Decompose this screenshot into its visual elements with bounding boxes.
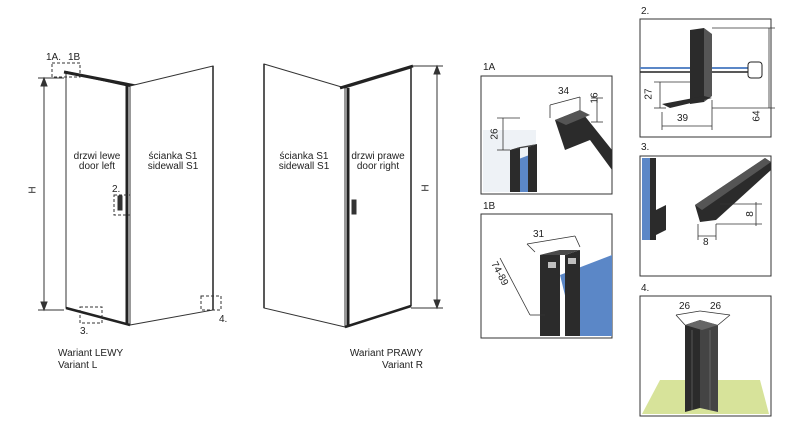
d4-dim-a: 26 <box>679 301 691 312</box>
left-wall-label-en: sidewall S1 <box>147 161 199 172</box>
right-unit-drawing <box>263 63 443 329</box>
left-wall-label-pl: ścianka S1 <box>148 151 198 162</box>
callout-1a-label: 1A. <box>46 52 62 63</box>
detail-2-title: 2. <box>641 6 650 17</box>
detail-4-title: 4. <box>641 283 650 294</box>
right-door-panel <box>344 67 412 328</box>
detail-4 <box>639 295 772 417</box>
right-top-rail <box>339 64 414 90</box>
right-door-label-en: door right <box>356 161 400 172</box>
d1b-dim-width: 31 <box>533 229 545 240</box>
d2-dim-39: 39 <box>677 113 689 124</box>
left-variant-pl: Wariant LEWY <box>58 348 124 359</box>
left-variant-en: Variant L <box>58 360 98 371</box>
d3-dim-a: 8 <box>744 211 756 217</box>
left-callout-box-1 <box>51 62 81 78</box>
d3-dim-b: 8 <box>703 237 709 248</box>
d1a-dim-width: 34 <box>558 86 570 97</box>
callout-2-label: 2. <box>112 184 121 195</box>
detail-3-title: 3. <box>641 142 650 153</box>
left-callout-box-4 <box>200 295 222 311</box>
detail-3 <box>639 155 772 277</box>
right-door-label-pl: drzwi prawe <box>351 151 405 162</box>
right-wall-label-en: sidewall S1 <box>278 161 330 172</box>
left-door-label-pl: drzwi lewe <box>73 151 121 162</box>
d1a-dim-height: 16 <box>589 92 601 104</box>
left-door-label-en: door left <box>78 161 116 172</box>
callout-4-label: 4. <box>219 314 228 325</box>
detail-1b-title: 1B <box>483 201 496 212</box>
d1a-dim-side: 26 <box>489 128 501 140</box>
left-sidewall-panel <box>129 65 214 326</box>
d4-dim-b: 26 <box>710 301 722 312</box>
left-unit-drawing <box>38 62 222 327</box>
right-height-label: H <box>420 184 432 192</box>
left-handle <box>117 195 123 211</box>
right-wall-label-pl: ścianka S1 <box>279 151 329 162</box>
callout-1b-label: 1B <box>68 52 81 63</box>
callout-3-label: 3. <box>80 326 89 337</box>
right-handle <box>351 199 357 215</box>
left-callout-box-3 <box>79 306 103 324</box>
right-variant-pl: Wariant PRAWY <box>349 348 423 359</box>
detail-1a-title: 1A <box>483 62 496 73</box>
left-top-rail <box>63 70 137 88</box>
detail-2 <box>639 18 775 138</box>
right-variant-en: Variant R <box>382 360 423 371</box>
left-callout-box-2 <box>113 194 131 216</box>
detail-1b <box>480 213 613 339</box>
detail-1a <box>480 75 613 195</box>
left-height-label: H <box>27 186 39 194</box>
d2-dim-64: 64 <box>751 110 763 122</box>
right-sidewall-panel <box>263 63 346 328</box>
d2-dim-27: 27 <box>643 88 655 100</box>
